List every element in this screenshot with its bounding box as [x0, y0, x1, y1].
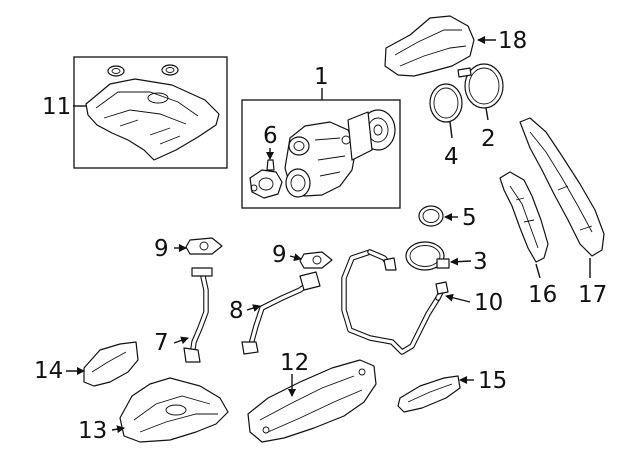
callout-13[interactable]: 13	[78, 418, 107, 444]
part-11-frame	[73, 56, 228, 169]
callout-1[interactable]: 1	[314, 64, 329, 90]
callout-9-right[interactable]: 9	[272, 242, 287, 268]
callout-18[interactable]: 18	[498, 28, 527, 54]
part-11-engine-cover[interactable]	[73, 56, 228, 169]
part-12-heat-shield[interactable]	[247, 359, 377, 443]
part-2-clamp[interactable]	[457, 63, 504, 109]
part-5-gasket[interactable]	[418, 205, 444, 227]
callout-11[interactable]: 11	[42, 94, 71, 120]
part-13-heat-shield[interactable]	[119, 377, 229, 443]
part-8-oil-line[interactable]	[241, 271, 321, 355]
part-7-oil-line[interactable]	[183, 267, 213, 363]
callout-7[interactable]: 7	[154, 330, 169, 356]
part-15-heat-shield[interactable]	[397, 375, 461, 413]
callout-17[interactable]: 17	[578, 282, 607, 308]
part-3-clamp[interactable]	[405, 241, 450, 271]
part-17-heat-shield[interactable]	[519, 117, 605, 257]
part-9-gasket-right[interactable]	[299, 251, 333, 269]
callout-3[interactable]: 3	[473, 249, 488, 275]
callout-10[interactable]: 10	[474, 290, 503, 316]
callout-12[interactable]: 12	[280, 350, 309, 376]
callout-8[interactable]: 8	[229, 298, 244, 324]
callout-2[interactable]: 2	[481, 126, 496, 152]
part-1-frame	[241, 99, 401, 209]
leader-lines	[66, 36, 591, 434]
part-1-turbocharger[interactable]	[241, 99, 401, 209]
part-16-heat-shield[interactable]	[499, 171, 549, 263]
callout-14[interactable]: 14	[34, 358, 63, 384]
callout-labels: 1 2 3 4 5 6 7 8 9 9 10 11 12 13 14 15 16…	[34, 28, 607, 444]
part-14-heat-shield[interactable]	[83, 341, 139, 387]
callout-6[interactable]: 6	[263, 123, 278, 149]
callout-16[interactable]: 16	[528, 282, 557, 308]
part-10-coolant-line[interactable]	[341, 249, 449, 355]
callout-5[interactable]: 5	[462, 205, 477, 231]
callout-15[interactable]: 15	[478, 368, 507, 394]
callout-4[interactable]: 4	[444, 144, 459, 170]
part-9-gasket-left[interactable]	[185, 237, 223, 255]
part-18-heat-shield[interactable]	[384, 15, 475, 77]
part-6-actuator[interactable]	[249, 159, 283, 199]
callout-9-left[interactable]: 9	[154, 236, 169, 262]
part-4-gasket[interactable]	[429, 83, 463, 123]
